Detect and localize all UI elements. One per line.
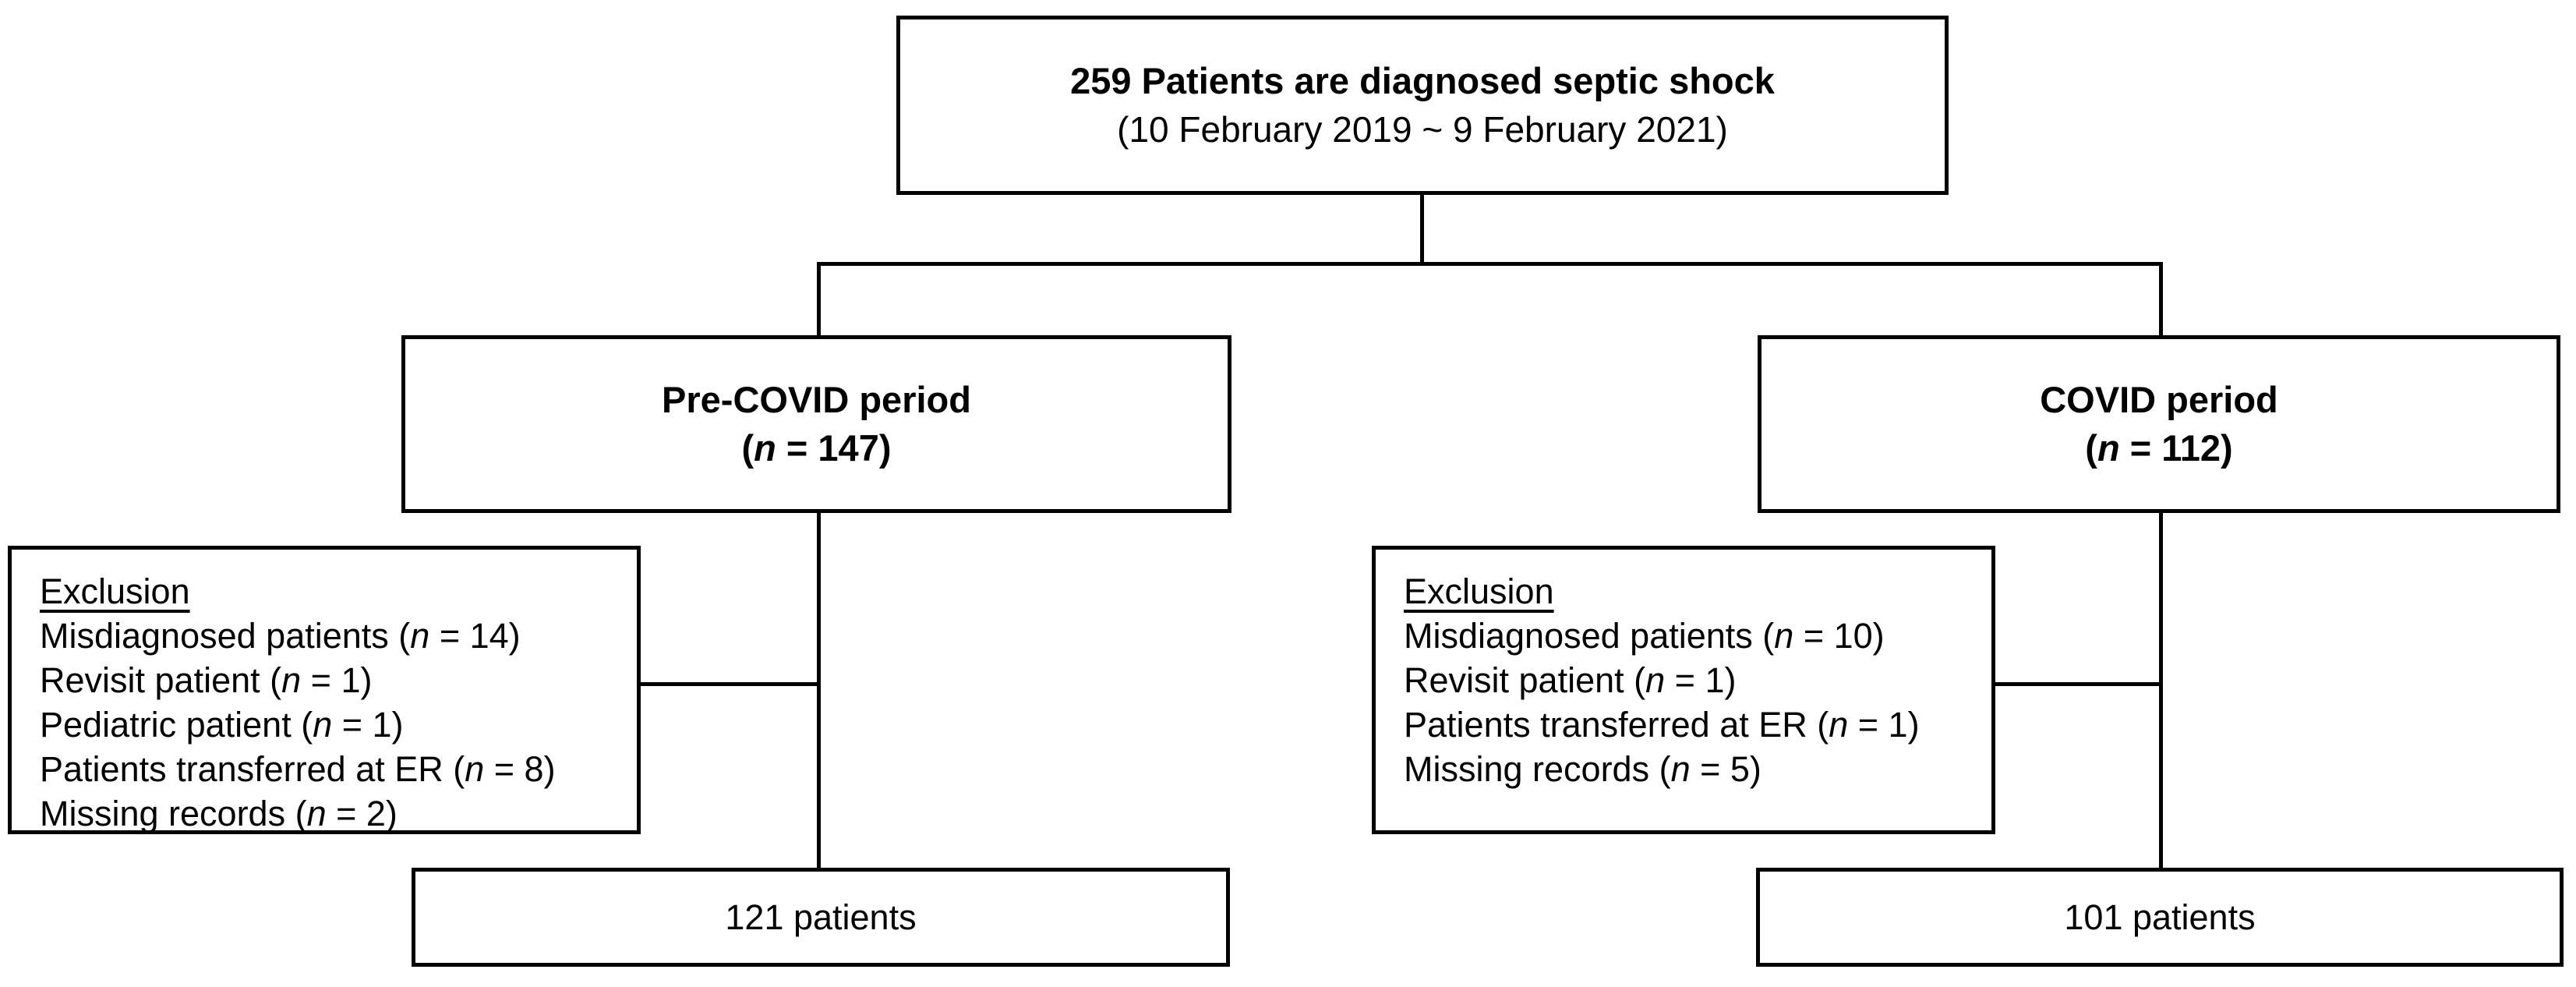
exclusion-item: Misdiagnosed patients (n = 14) (40, 616, 521, 656)
result-box-pre-covid: 121 patients (412, 868, 1230, 967)
connector-precovid-lower-vertical (817, 511, 821, 869)
connector-precovid-upper-vertical (817, 262, 821, 337)
connector-exclusion-left-horizontal (639, 682, 818, 686)
result-count-covid: 101 patients (2064, 897, 2256, 937)
connector-exclusion-right-horizontal (1994, 682, 2161, 686)
n-variable: n (2097, 427, 2120, 469)
n-value: = 147) (776, 427, 892, 469)
connector-top-vertical (1420, 193, 1424, 265)
study-date-range: (10 February 2019 ~ 9 February 2021) (1117, 109, 1728, 150)
n-variable: n (754, 427, 776, 469)
result-box-covid: 101 patients (1756, 868, 2564, 967)
n-variable: n (1829, 705, 1849, 745)
exclusion-box-covid: Exclusion Misdiagnosed patients (n = 10)… (1372, 546, 1995, 834)
exclusion-item: Patients transferred at ER (n = 1) (1404, 705, 1920, 745)
exclusion-heading: Exclusion (1404, 571, 1554, 611)
paren-open: ( (2085, 427, 2097, 469)
total-patients-title: 259 Patients are diagnosed septic shock (1070, 60, 1775, 101)
n-variable: n (1774, 616, 1794, 656)
result-count-pre-covid: 121 patients (725, 897, 917, 937)
n-variable: n (1645, 660, 1666, 700)
covid-period-box: COVID period (n = 112) (1758, 335, 2560, 513)
n-variable: n (313, 705, 333, 745)
pre-covid-period-title: Pre-COVID period (662, 379, 971, 420)
n-variable: n (410, 616, 430, 656)
connector-main-horizontal (817, 262, 2163, 266)
exclusion-item: Patients transferred at ER (n = 8) (40, 749, 556, 789)
exclusion-heading: Exclusion (40, 571, 190, 611)
exclusion-item: Missing records (n = 5) (1404, 749, 1762, 789)
exclusion-box-pre-covid: Exclusion Misdiagnosed patients (n = 14)… (8, 546, 641, 834)
paren-open: ( (741, 427, 754, 469)
covid-period-count: (n = 112) (2085, 424, 2232, 472)
pre-covid-period-count: (n = 147) (741, 424, 891, 472)
exclusion-item: Revisit patient (n = 1) (40, 660, 373, 700)
pre-covid-period-box: Pre-COVID period (n = 147) (401, 335, 1231, 513)
n-variable: n (306, 794, 327, 833)
exclusion-item: Misdiagnosed patients (n = 10) (1404, 616, 1885, 656)
total-patients-box: 259 Patients are diagnosed septic shock … (896, 16, 1949, 195)
n-variable: n (1670, 749, 1691, 789)
n-value: = 112) (2119, 427, 2233, 469)
n-variable: n (281, 660, 302, 700)
connector-covid-upper-vertical (2159, 262, 2163, 337)
exclusion-item: Revisit patient (n = 1) (1404, 660, 1737, 700)
exclusion-item: Pediatric patient (n = 1) (40, 705, 404, 745)
exclusion-item: Missing records (n = 2) (40, 794, 398, 833)
n-variable: n (465, 749, 485, 789)
covid-period-title: COVID period (2040, 379, 2278, 420)
connector-covid-lower-vertical (2159, 511, 2163, 869)
